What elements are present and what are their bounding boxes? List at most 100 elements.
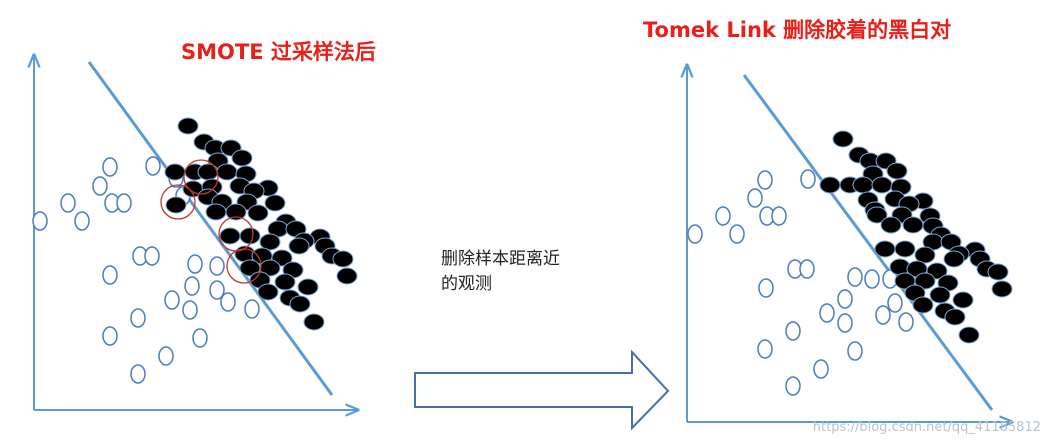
left-white-point — [102, 265, 118, 285]
left-white-point — [158, 346, 174, 366]
left-white-point — [187, 254, 203, 274]
left-white-point — [32, 211, 48, 231]
right-white-point — [837, 313, 853, 333]
right-black-point — [991, 280, 1013, 298]
left-white-point — [192, 328, 208, 348]
left-white-point — [145, 156, 161, 176]
right-white-point — [887, 293, 903, 313]
right-white-point — [758, 278, 774, 298]
left-white-point — [220, 292, 236, 312]
left-black-point — [225, 203, 247, 221]
left-black-point — [274, 273, 296, 291]
right-axes — [687, 65, 1012, 422]
left-panel-title: SMOTE 过采样法后 — [181, 40, 376, 64]
right-white-point — [864, 269, 880, 289]
middle-note: 删除样本距离近 的观测 — [441, 247, 621, 297]
right-white-point — [837, 289, 853, 309]
left-tomek-ring — [160, 184, 196, 220]
left-black-point — [336, 267, 358, 285]
left-black-point — [177, 117, 199, 135]
left-black-point — [297, 278, 319, 296]
right-white-point — [771, 206, 787, 226]
left-black-point — [216, 163, 238, 181]
left-white-point — [184, 276, 200, 296]
right-white-point — [785, 376, 801, 396]
left-black-point — [332, 250, 354, 268]
right-black-point — [914, 246, 936, 264]
left-scatter — [32, 61, 358, 396]
left-black-point — [264, 194, 286, 212]
right-white-point — [898, 312, 914, 332]
right-black-point — [943, 250, 965, 268]
middle-note-line1: 删除样本距离近 — [441, 249, 560, 269]
right-white-point — [747, 188, 763, 208]
left-white-point — [102, 157, 118, 177]
left-white-point — [116, 193, 132, 213]
right-white-point — [875, 305, 891, 325]
left-axes — [34, 55, 358, 410]
left-black-point — [164, 163, 186, 181]
right-black-point — [902, 216, 924, 234]
right-white-point — [847, 267, 863, 287]
left-black-point — [303, 313, 325, 331]
left-white-point — [144, 246, 160, 266]
left-white-point — [209, 256, 225, 276]
left-black-point — [219, 227, 241, 245]
right-white-point — [687, 224, 703, 244]
left-white-point — [209, 280, 225, 300]
left-black-point — [165, 196, 187, 214]
right-black-point — [832, 130, 854, 148]
right-black-point — [866, 206, 888, 224]
right-white-point — [800, 169, 816, 189]
left-white-point — [182, 300, 198, 320]
right-black-point — [952, 291, 974, 309]
watermark: https://blog.csdn.net/qq_41185812 — [812, 420, 1041, 435]
right-black-point — [894, 240, 916, 258]
right-black-point — [880, 216, 902, 234]
right-black-point — [944, 308, 966, 326]
right-scatter — [687, 74, 1013, 411]
middle-note-line2: 的观测 — [441, 274, 492, 294]
right-black-point — [852, 176, 874, 194]
left-black-point — [289, 295, 311, 313]
right-white-point — [799, 259, 815, 279]
right-white-point — [819, 303, 835, 323]
right-white-point — [847, 341, 863, 361]
right-divider-line — [742, 74, 994, 411]
left-black-point — [205, 203, 227, 221]
left-black-point — [259, 259, 281, 277]
left-black-point — [288, 237, 310, 255]
left-black-point — [257, 283, 279, 301]
right-black-point — [987, 263, 1009, 281]
right-black-point — [958, 326, 980, 344]
right-white-point — [757, 339, 773, 359]
left-white-point — [164, 290, 180, 310]
left-white-point — [60, 193, 76, 213]
right-black-point — [819, 176, 841, 194]
right-black-point — [874, 240, 896, 258]
right-panel-title: Tomek Link 删除胶着的黑白对 — [643, 18, 952, 42]
left-black-point — [247, 204, 269, 222]
right-white-point — [813, 359, 829, 379]
left-tomek-ring — [183, 159, 219, 195]
left-white-point — [74, 211, 90, 231]
left-white-point — [102, 326, 118, 346]
left-black-point — [259, 233, 281, 251]
left-white-point — [130, 308, 146, 328]
left-black-point — [231, 149, 253, 167]
left-white-point — [244, 299, 260, 319]
left-white-point — [130, 364, 146, 384]
right-black-point — [929, 286, 951, 304]
right-white-point — [757, 170, 773, 190]
right-black-point — [886, 162, 908, 180]
left-divider-line — [87, 61, 334, 396]
right-black-point — [871, 176, 893, 194]
right-white-point — [785, 321, 801, 341]
right-white-point — [715, 206, 731, 226]
left-tomek-ring — [226, 248, 262, 284]
left-black-point — [239, 227, 261, 245]
transition-arrow — [414, 349, 670, 431]
right-black-point — [912, 296, 934, 314]
right-white-point — [729, 224, 745, 244]
